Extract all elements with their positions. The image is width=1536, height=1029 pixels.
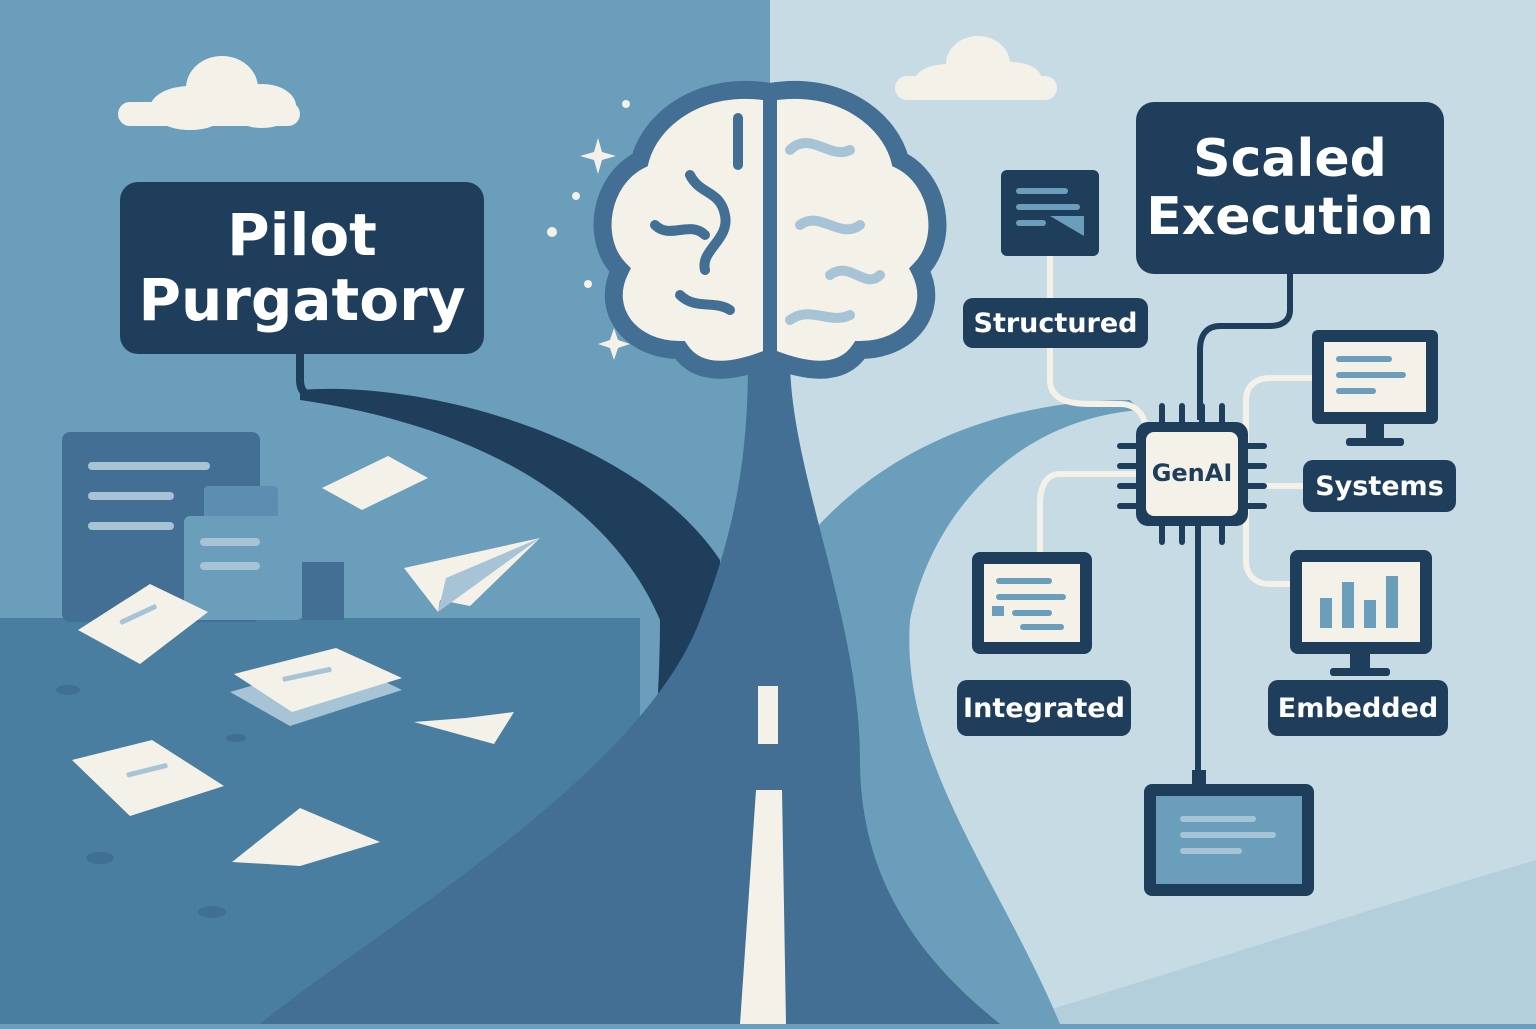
systems-tag: Systems: [1303, 460, 1456, 512]
scaled-execution-label: Scaled Execution: [1136, 102, 1444, 274]
document-icon: [1001, 170, 1099, 256]
sparkle-dot: [547, 227, 557, 237]
paper-icon: [78, 584, 208, 664]
paper-line: [282, 667, 332, 682]
document-line: [200, 538, 260, 546]
paper-line: [119, 604, 157, 625]
pilot-purgatory-label: Pilot Purgatory: [120, 182, 484, 354]
lane-dash: [758, 686, 778, 744]
document-line: [88, 492, 174, 500]
sparkle-icon: [598, 328, 630, 360]
genai-chip-label: GenAI: [1151, 459, 1233, 487]
ground-spot: [56, 685, 80, 695]
sparkle-dot: [572, 192, 580, 200]
document-line: [88, 462, 210, 470]
brain-icon: [593, 80, 947, 379]
cloud-icon: [118, 56, 300, 130]
monitor-icon: [1312, 330, 1438, 446]
sparkle-icon: [580, 138, 616, 174]
circuit-lines: [1037, 256, 1312, 786]
paper-icon: [234, 648, 402, 712]
paper-icon: [414, 712, 514, 744]
paper-plane-fold: [438, 538, 540, 612]
document-line: [88, 522, 174, 530]
integrated-tag: Integrated: [957, 680, 1131, 736]
right-hill: [1000, 860, 1536, 1024]
scaled-title-line2: Execution: [1146, 187, 1434, 247]
connector-line: [296, 350, 341, 404]
ground-spot: [226, 734, 246, 742]
document-line: [200, 562, 260, 570]
chip-icon: [1117, 403, 1267, 545]
paper-icon: [72, 740, 224, 816]
paper-icon: [232, 808, 380, 866]
bar-chart-icon: [1290, 550, 1432, 676]
sparkle-dot: [584, 280, 592, 288]
structured-tag: Structured: [963, 298, 1148, 348]
window-icon: [972, 552, 1092, 654]
paper-line: [126, 763, 168, 778]
embedded-tag: Embedded: [1268, 680, 1448, 736]
main-road: [260, 360, 1000, 1024]
scaled-title-line1: Scaled: [1193, 128, 1387, 189]
lane-dash: [740, 790, 786, 1024]
ground-spot: [198, 906, 226, 918]
ground-spot: [86, 852, 114, 864]
sparkle-dot: [622, 100, 630, 108]
document-icon: [302, 562, 344, 620]
pilot-title-line1: Pilot: [227, 201, 377, 270]
cloud-icon: [895, 36, 1057, 100]
document-icon: [1144, 770, 1314, 896]
paper-icon: [322, 456, 428, 510]
pilot-title-line2: Purgatory: [138, 266, 466, 334]
